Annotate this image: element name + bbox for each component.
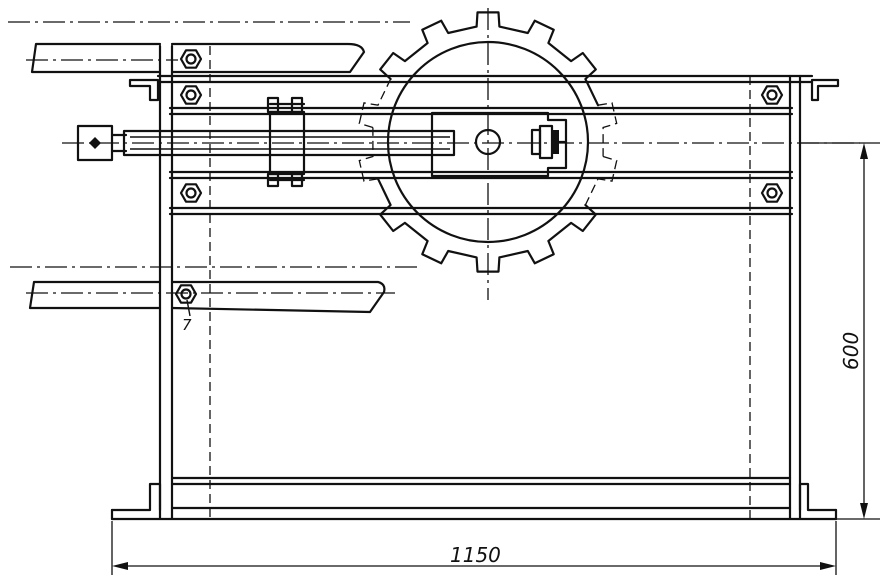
screw-clamp <box>266 96 306 188</box>
bolt-nut <box>179 85 203 105</box>
lead-screw <box>76 124 456 162</box>
machine-frame <box>110 44 840 521</box>
toothed-disc <box>358 11 618 273</box>
bolt-nut <box>760 183 784 203</box>
dimension-height: 600 <box>800 142 880 520</box>
part-number-label: 7 <box>182 316 192 334</box>
bolt-nut <box>179 183 203 203</box>
lower-handle <box>28 280 386 314</box>
upper-handle <box>30 42 366 74</box>
dimension-width: 1150 <box>111 521 837 575</box>
part-label-7: 7 <box>182 299 192 334</box>
disc-mount <box>430 111 568 178</box>
bolt-nut-handle <box>174 284 198 304</box>
bolt-nut <box>760 85 784 105</box>
bolts <box>174 49 784 304</box>
bolt-nut <box>179 49 203 69</box>
dimension-height-label: 600 <box>839 332 863 370</box>
dimension-width-label: 1150 <box>450 543 501 567</box>
